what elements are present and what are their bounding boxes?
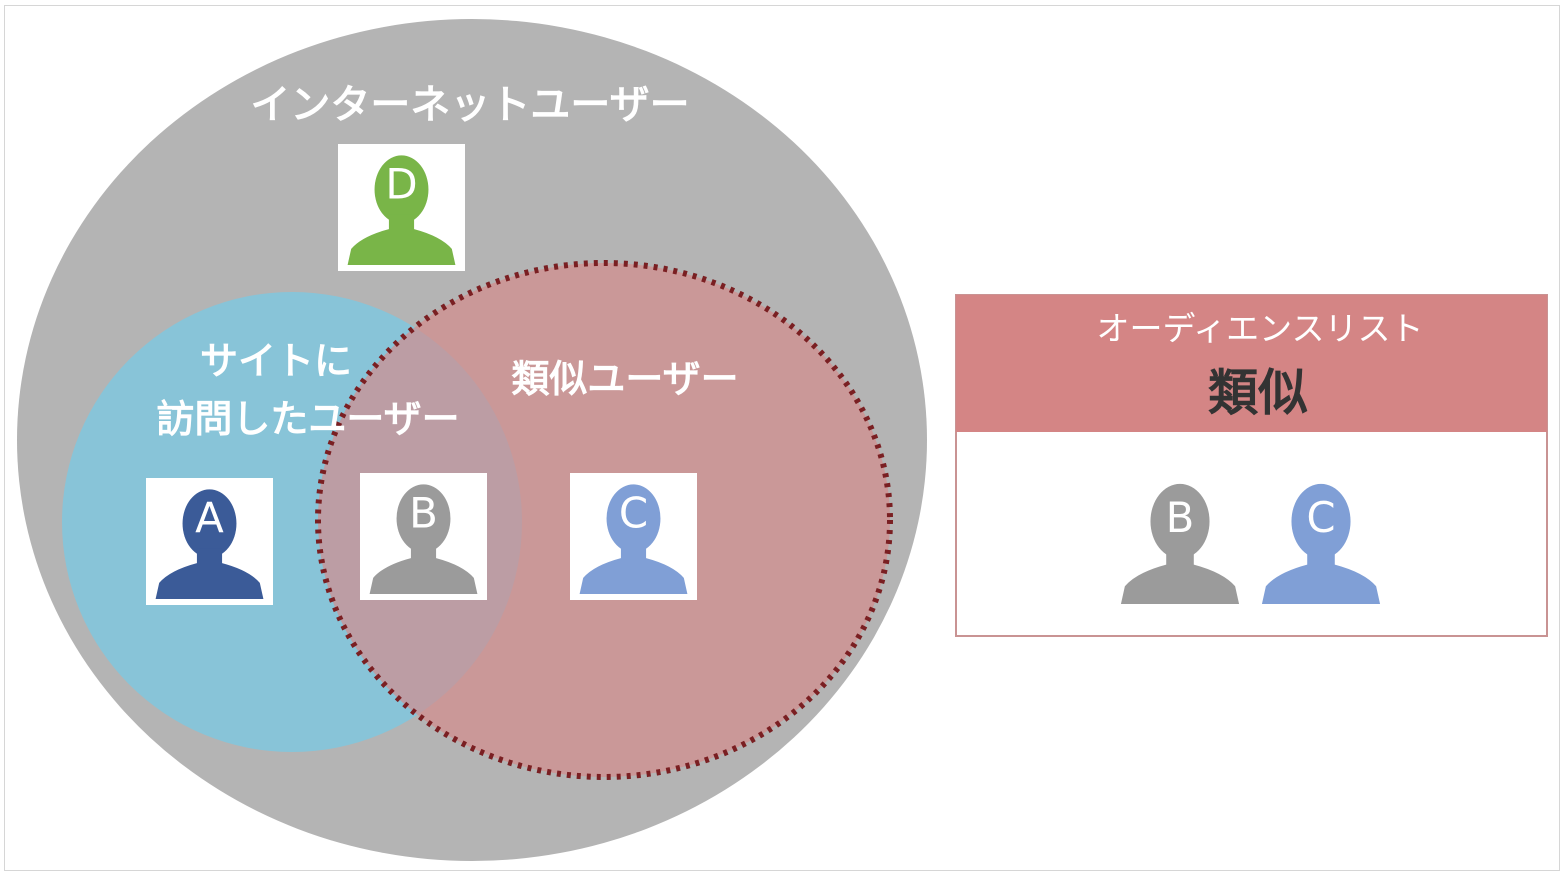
user-letter: C: [619, 489, 648, 538]
user-b: B: [1120, 483, 1240, 604]
audience-list-title: オーディエンスリスト: [1096, 309, 1423, 348]
site-visitors-label-line1: サイトに: [200, 339, 352, 383]
user-c: C: [1261, 483, 1381, 604]
user-c: C: [570, 473, 697, 600]
user-d: D: [338, 144, 465, 271]
user-letter: B: [409, 489, 438, 538]
user-letter: D: [385, 160, 417, 209]
user-letter: C: [1306, 493, 1335, 542]
site-visitors-label-line2: 訪問したユーザー: [156, 397, 459, 441]
internet-users-label: インターネットユーザー: [250, 82, 689, 128]
audience-list-header: [956, 295, 1547, 432]
user-b: B: [360, 473, 487, 600]
user-a: A: [146, 478, 273, 605]
audience-list-name: 類似: [1208, 364, 1308, 422]
similar-users-label: 類似ユーザー: [511, 357, 738, 401]
frame: [4, 5, 1560, 871]
user-letter: B: [1166, 493, 1195, 542]
user-letter: A: [195, 494, 224, 543]
